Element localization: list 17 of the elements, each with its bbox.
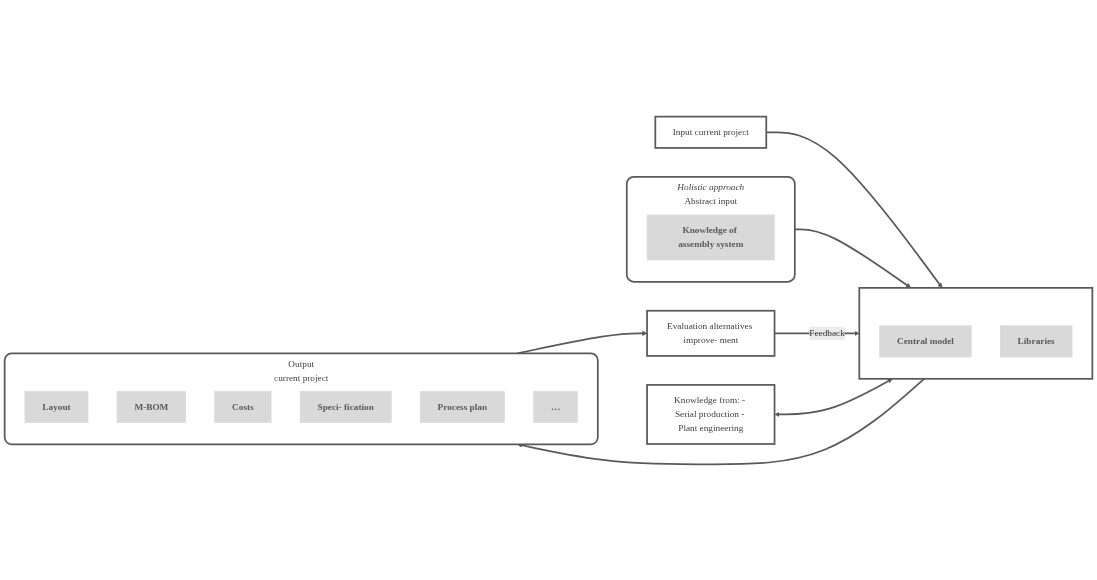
node-box: Evaluation alternatives improve- ment [646, 309, 776, 357]
arrow [774, 378, 893, 417]
edge-label: Feedback [809, 327, 845, 338]
node-box: M-BOM [116, 390, 187, 423]
node-box: Input current project [654, 115, 768, 149]
node-box: Process plan [419, 390, 505, 423]
arrow [517, 377, 926, 465]
node-label: Holistic approach [677, 181, 745, 192]
node-box: … [533, 390, 578, 423]
node-box: Layout [24, 390, 89, 423]
node-box: Costs [214, 390, 272, 423]
node-box: Central model [879, 325, 972, 357]
node-box: Knowledge from: - Serial production - Plant engineering [646, 383, 776, 445]
node-box: Speci- fication [299, 390, 392, 423]
cluster [858, 286, 1094, 380]
node-box: Knowledge of assembly system [646, 214, 775, 260]
node-box: Libraries [999, 325, 1073, 357]
